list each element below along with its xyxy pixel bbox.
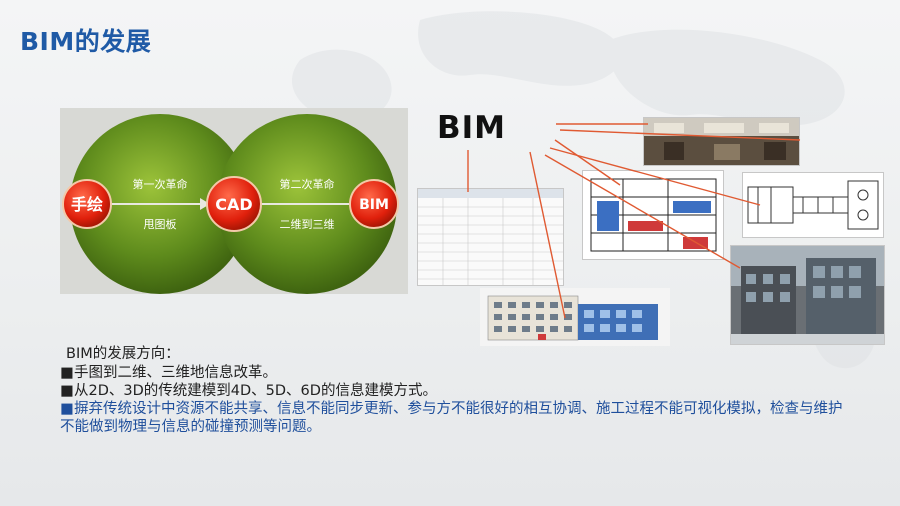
interior-render-image [643, 117, 800, 166]
directions-heading: BIM的发展方向： [66, 346, 180, 362]
bullet-square-icon: ■ [60, 383, 74, 399]
node-mid-label: CAD [215, 195, 252, 214]
exterior-elevation-image [480, 288, 670, 346]
node-start-label: 手绘 [71, 195, 103, 214]
revolution-2-top: 第二次革命 [280, 177, 335, 191]
floor-plan-image [742, 172, 884, 238]
development-directions: BIM的发展方向： ■手图到二维、三维地信息改革。 ■从2D、3D的传统建模到4… [60, 345, 850, 436]
revolution-diagram: 手绘 CAD BIM 第一次革命 甩图板 第二次革命 二维到三维 [60, 108, 408, 294]
revolution-1-top: 第一次革命 [133, 177, 188, 191]
schedule-table-image [417, 188, 564, 286]
node-start-circle [62, 179, 112, 229]
node-end-circle [349, 179, 399, 229]
bullet-square-icon: ■ [60, 401, 74, 417]
revolution-2-bottom: 二维到三维 [280, 218, 335, 231]
bullet-square-icon: ■ [60, 365, 74, 381]
building-render-image [730, 245, 885, 345]
revolution-1-bottom: 甩图板 [144, 217, 177, 231]
page-title: BIM的发展 [20, 27, 152, 56]
bim-label: BIM [437, 110, 507, 146]
node-end-label: BIM [359, 197, 389, 213]
section-drawing-image [582, 170, 724, 260]
direction-item-1: ■手图到二维、三维地信息改革。 [60, 365, 277, 381]
direction-item-2: ■从2D、3D的传统建模到4D、5D、6D的信息建模方式。 [60, 383, 437, 399]
arrow-head-1 [200, 198, 210, 210]
direction-item-3: ■摒弃传统设计中资源不能共享、信息不能同步更新、参与方不能很好的相互协调、施工过… [60, 401, 843, 435]
node-mid-circle [206, 176, 262, 232]
